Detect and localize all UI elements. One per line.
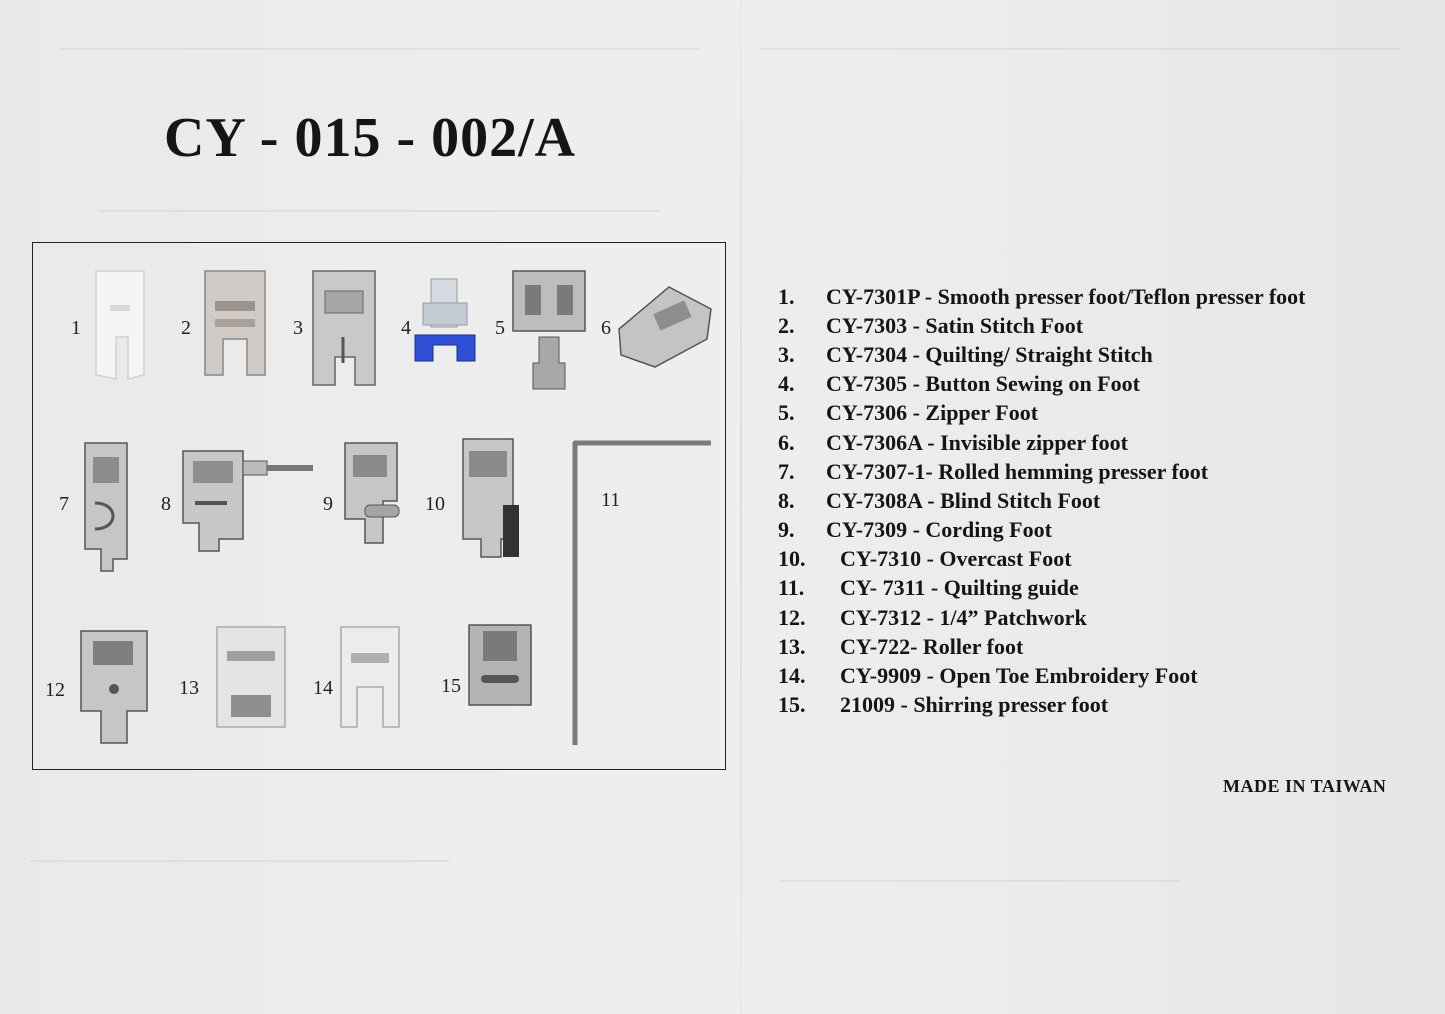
foot-label-8: 8 bbox=[161, 493, 171, 515]
foot-label-2: 2 bbox=[181, 317, 191, 339]
foot-label-6: 6 bbox=[601, 317, 611, 339]
foot-label-9: 9 bbox=[323, 493, 333, 515]
list-item: 9.CY-7309 - Cording Foot bbox=[778, 517, 1052, 543]
foot-label-1: 1 bbox=[71, 317, 81, 339]
zipper-foot-icon bbox=[512, 270, 586, 390]
list-item: 5.CY-7306 - Zipper Foot bbox=[778, 400, 1039, 426]
foot-label-11: 11 bbox=[601, 489, 621, 511]
quilting-guide-icon bbox=[572, 440, 711, 745]
origin-label: MADE IN TAIWAN bbox=[1223, 776, 1387, 796]
foot-label-10: 10 bbox=[425, 493, 445, 515]
foot-label-5: 5 bbox=[495, 317, 505, 339]
patchwork-foot-icon bbox=[80, 630, 148, 744]
list-item: 15.21009 - Shirring presser foot bbox=[778, 692, 1109, 718]
fold-line bbox=[740, 0, 742, 1014]
foot-label-3: 3 bbox=[293, 317, 303, 339]
foot-label-15: 15 bbox=[441, 675, 461, 697]
satin-stitch-foot-icon bbox=[204, 270, 266, 376]
list-item: 10.CY-7310 - Overcast Foot bbox=[778, 546, 1072, 572]
bleed-through-line bbox=[780, 880, 1180, 882]
cording-foot-icon bbox=[344, 442, 400, 544]
bleed-through-line bbox=[30, 860, 450, 862]
blind-stitch-foot-icon bbox=[182, 450, 313, 552]
list-item: 7.CY-7307-1- Rolled hemming presser foot bbox=[778, 458, 1209, 484]
list-item: 1.CY-7301P - Smooth presser foot/Teflon … bbox=[778, 283, 1306, 309]
foot-label-12: 12 bbox=[45, 679, 65, 701]
roller-foot-icon bbox=[216, 626, 286, 728]
button-foot-icon bbox=[414, 278, 476, 362]
list-item: 12.CY-7312 - 1/4” Patchwork bbox=[778, 604, 1087, 630]
open-toe-foot-icon bbox=[340, 626, 400, 728]
foot-label-7: 7 bbox=[59, 493, 69, 515]
bleed-through-line bbox=[760, 48, 1400, 50]
parts-list: 1.CY-7301P - Smooth presser foot/Teflon … bbox=[778, 282, 1306, 720]
document-title: CY - 015 - 002/A bbox=[164, 107, 577, 169]
list-item: 8.CY-7308A - Blind Stitch Foot bbox=[778, 487, 1101, 513]
presser-feet-figure: 1 2 3 4 5 6 bbox=[32, 242, 726, 770]
straight-stitch-foot-icon bbox=[312, 270, 376, 386]
clear-presser-foot-icon bbox=[95, 270, 145, 380]
list-item: 2.CY-7303 - Satin Stitch Foot bbox=[778, 312, 1084, 338]
list-item: 4.CY-7305 - Button Sewing on Foot bbox=[778, 371, 1140, 397]
bleed-through-line bbox=[100, 210, 660, 212]
list-item: 3.CY-7304 - Quilting/ Straight Stitch bbox=[778, 341, 1153, 367]
overcast-foot-icon bbox=[462, 438, 519, 558]
shirring-foot-icon bbox=[468, 624, 532, 706]
list-item: 11.CY- 7311 - Quilting guide bbox=[778, 575, 1079, 601]
invisible-zipper-foot-icon bbox=[618, 286, 712, 368]
foot-label-13: 13 bbox=[179, 677, 199, 699]
list-item: 14.CY-9909 - Open Toe Embroidery Foot bbox=[778, 663, 1198, 689]
list-item: 13.CY-722- Roller foot bbox=[778, 633, 1024, 659]
bleed-through-line bbox=[60, 48, 700, 50]
list-item: 6.CY-7306A - Invisible zipper foot bbox=[778, 429, 1128, 455]
foot-label-14: 14 bbox=[313, 677, 333, 699]
foot-label-4: 4 bbox=[401, 317, 411, 339]
rolled-hem-foot-icon bbox=[84, 442, 128, 572]
